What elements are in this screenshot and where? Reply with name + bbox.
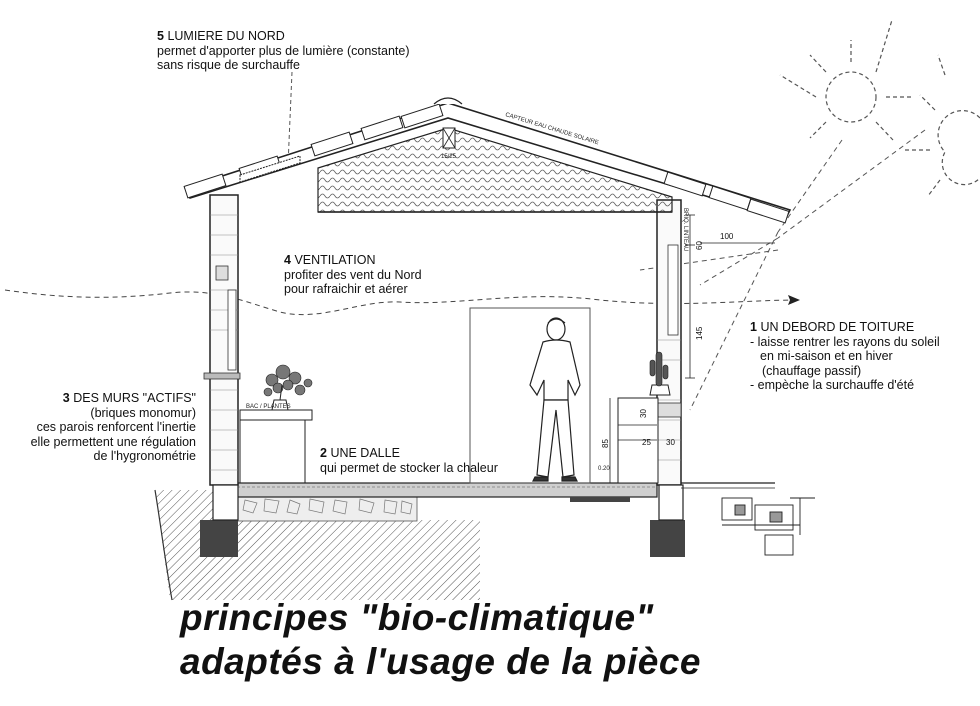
ground bbox=[154, 489, 480, 601]
roof bbox=[183, 97, 792, 224]
dim-020-label: 0.20 bbox=[598, 466, 610, 472]
murs-line-1: (briques monomur) bbox=[90, 405, 196, 420]
ventilation-line-1: profiter des vent du Nord bbox=[284, 267, 422, 282]
ridge-beam-label: 15/25 bbox=[441, 154, 457, 160]
debord-title: UN DEBORD DE TOITURE bbox=[760, 320, 915, 334]
debord-number: 1 bbox=[750, 320, 757, 334]
annotation-murs: 3 DES MURS "ACTIFS" (briques monomur) ce… bbox=[0, 391, 196, 464]
floor-slab bbox=[236, 482, 658, 502]
annotation-lumiere: 5 LUMIERE DU NORD permet d'apporter plus… bbox=[157, 29, 410, 73]
dalle-title: UNE DALLE bbox=[330, 446, 400, 460]
right-planter bbox=[617, 351, 671, 484]
left-wall bbox=[200, 194, 241, 557]
debord-line-4: - empèche la surchauffe d'été bbox=[750, 378, 915, 392]
dalle-line-1: qui permet de stocker la chaleur bbox=[320, 460, 498, 475]
ventilation-wind-line bbox=[4, 289, 801, 316]
main-title-line-2: adaptés à l'usage de la pièce bbox=[180, 641, 701, 682]
lumiere-line-1: permet d'apporter plus de lumière (const… bbox=[157, 43, 410, 58]
ventilation-line-2: pour rafraichir et aérer bbox=[284, 282, 408, 296]
annotation-debord: 1 UN DEBORD DE TOITURE - laisse rentrer … bbox=[750, 320, 940, 393]
lintel-label: BRIQ. LINTEAU bbox=[682, 208, 688, 251]
lumiere-number: 5 bbox=[157, 29, 164, 43]
person-figure bbox=[529, 317, 581, 482]
debord-line-2: en mi-saison et en hiver bbox=[760, 349, 893, 363]
murs-line-2: ces parois renforcent l'inertie bbox=[36, 420, 196, 434]
dalle-number: 2 bbox=[320, 446, 327, 460]
detail-inset bbox=[721, 497, 815, 556]
lumiere-line-2: sans risque de surchauffe bbox=[157, 58, 300, 72]
main-title-line-1: principes "bio-climatique" bbox=[180, 597, 654, 638]
ventilation-arrow-icon bbox=[788, 295, 800, 305]
ventilation-number: 4 bbox=[284, 253, 291, 267]
left-planter bbox=[239, 364, 313, 483]
annotation-dalle: 2 UNE DALLE qui permet de stocker la cha… bbox=[320, 446, 498, 475]
dim-100-label: 100 bbox=[720, 232, 734, 241]
debord-line-3: (chauffage passif) bbox=[762, 363, 862, 378]
lumiere-title: LUMIERE DU NORD bbox=[167, 29, 285, 43]
dim-60-label: 60 bbox=[695, 241, 704, 250]
murs-title: DES MURS "ACTIFS" bbox=[73, 391, 196, 405]
dim-145-label: 145 bbox=[695, 326, 704, 340]
murs-line-4: de l'hygronométrie bbox=[93, 449, 196, 463]
lumiere-leader-line bbox=[287, 71, 293, 166]
dim-25-label: 25 bbox=[642, 438, 651, 447]
murs-line-3: elle permettent une régulation bbox=[30, 434, 196, 449]
dim-30b-label: 30 bbox=[666, 438, 675, 447]
dim-30a-label: 30 bbox=[639, 409, 648, 418]
second-sun-icon bbox=[905, 54, 980, 197]
dimension-lines bbox=[609, 214, 775, 483]
murs-number: 3 bbox=[62, 391, 70, 405]
planter-label: BAC / PLANTES bbox=[246, 404, 291, 410]
glazed-partition bbox=[469, 307, 591, 484]
ventilation-title: VENTILATION bbox=[294, 253, 376, 267]
dim-85-label: 85 bbox=[601, 439, 610, 448]
sun-icon bbox=[779, 19, 912, 141]
sun-ray-lines bbox=[639, 129, 926, 411]
annotation-ventilation: 4 VENTILATION profiter des vent du Nord … bbox=[284, 253, 422, 297]
debord-line-1: - laisse rentrer les rayons du soleil bbox=[750, 334, 940, 349]
